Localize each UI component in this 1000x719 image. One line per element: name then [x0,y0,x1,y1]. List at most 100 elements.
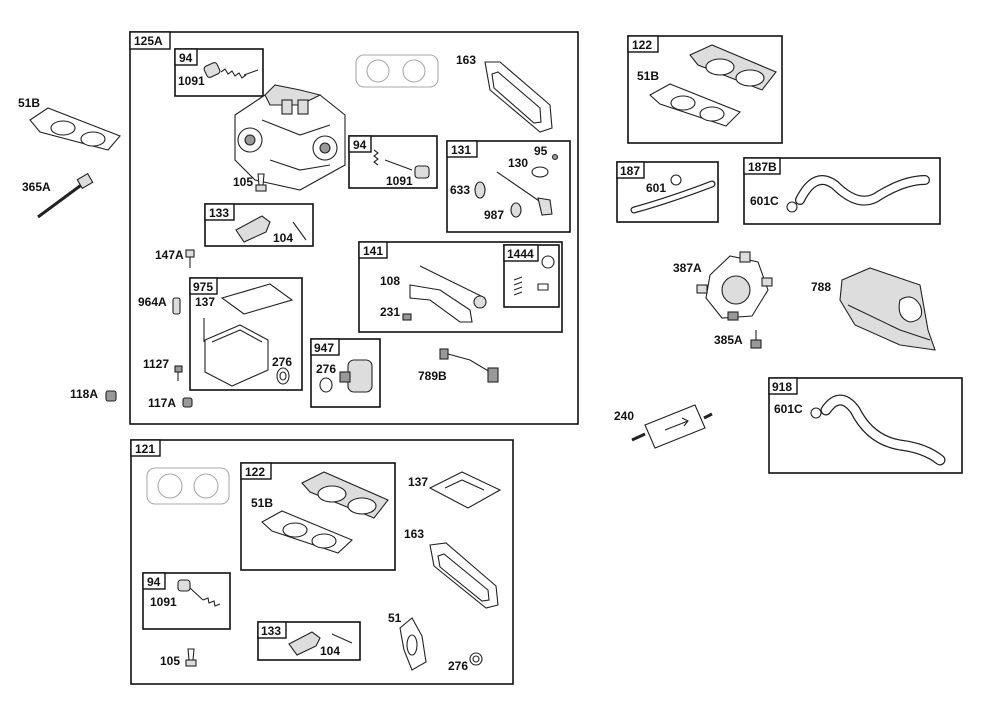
screw-147A [185,249,195,268]
label-137-lower: 137 [408,475,428,489]
label-163-upper: 163 [456,53,476,67]
pin-104-upper [292,221,307,241]
screw-1127 [174,365,183,381]
group-94-lower-label: 94 [147,575,161,589]
group-131-tag [446,140,478,158]
seal-276-solenoid [319,377,333,393]
clamp-601C-lower [810,407,822,419]
group-187B: 187B 601C [743,157,941,225]
label-117A: 117A [148,396,176,410]
group-918-tag [768,377,798,395]
group-141-tag [358,241,388,259]
group-133-lower-tag [257,621,287,639]
fuel-solenoid [339,359,373,393]
group-187B-tag [743,157,781,175]
group-122-upper-frame [627,35,783,144]
group-1444-label: 1444 [507,247,534,261]
group-131: 131 95 130 633 987 [446,140,571,233]
label-601C-upper: 601C [750,194,779,208]
intake-gasket-163 [484,61,553,133]
label-1091-upper: 1091 [178,74,205,88]
label-788: 788 [811,280,831,294]
group-187-tag [616,161,645,179]
label-1127: 1127 [143,357,169,371]
group-125A-frame [129,31,579,425]
group-133-upper-label: 133 [209,206,229,220]
group-94-middle: 94 1091 [348,135,438,189]
clamp-601C-upper [786,201,798,213]
jet-964A [172,297,181,315]
clip-1444 [537,283,549,291]
ghost-gasket-top [355,54,439,88]
pin-104-lower [331,633,353,644]
group-133-lower: 133 104 [257,621,361,661]
label-789B: 789B [418,369,447,383]
spacer-122-lower [301,471,389,519]
throttle-shaft [496,171,546,206]
bowl-gasket-137-lower [428,471,502,509]
group-975-label: 975 [193,280,213,294]
washer-1444 [541,255,555,269]
group-133-lower-label: 133 [261,624,281,638]
ghost-gasket-lower [146,467,230,505]
seal-633 [474,181,486,199]
label-633: 633 [450,183,470,197]
float-bowl-rim [211,329,263,343]
group-141-frame [358,241,563,333]
group-94-lower-frame [142,572,231,630]
bolt-365A [37,172,94,219]
label-51B-left: 51B [18,96,40,110]
group-1444-tag [503,244,539,262]
group-918: 918 601C [768,377,963,474]
group-122-upper-tag [627,35,659,53]
group-94-lower-tag [142,572,166,590]
fuel-hose-918-inner [821,395,945,465]
choke-shaft-108 [419,265,486,299]
fuel-filter-240 [631,404,713,449]
label-163-lower: 163 [404,527,424,541]
group-975-frame [189,277,303,391]
label-147A: 147A [155,248,184,262]
group-122-lower: 122 51B [240,462,396,571]
float-bowl [204,324,269,387]
needle-valve-middle [373,149,430,179]
group-125A: 125A [129,31,579,425]
group-133-upper-frame [204,203,314,247]
bracket-788 [839,267,936,351]
bracket-133-upper [235,215,271,243]
label-95: 95 [534,144,548,158]
group-187B-label: 187B [748,160,777,174]
group-122-upper: 122 51B [627,35,783,144]
label-105-lower: 105 [160,654,180,668]
carburetor-body [234,84,346,191]
bowl-gasket-137 [220,283,294,315]
group-125A-label: 125A [134,34,163,48]
screw-105-lower [185,648,197,667]
screw-385A [750,330,762,349]
group-131-frame [446,140,571,233]
needle-valve-lower [177,579,221,607]
throttle-lever [537,197,553,216]
label-276-upper-b: 276 [316,362,336,376]
label-118A: 118A [70,387,98,401]
label-137-upper: 137 [195,295,215,309]
group-121-tag [130,439,161,457]
label-987: 987 [484,208,504,222]
fuel-pump-387A [696,251,773,321]
label-1091-middle: 1091 [386,174,413,188]
group-122-lower-tag [240,462,272,480]
group-94-middle-tag [348,135,372,153]
label-51B-upper: 51B [637,69,659,83]
group-122-upper-label: 122 [632,38,652,52]
label-105-upper: 105 [233,175,253,189]
label-104-upper: 104 [273,231,293,245]
group-187-frame [616,161,719,223]
label-104-lower: 104 [320,644,340,658]
label-387A: 387A [673,261,702,275]
gasket-51 [399,617,427,671]
group-121-frame [130,439,514,685]
group-141-label: 141 [363,244,383,258]
screw-105-upper [255,173,267,192]
group-122-lower-frame [240,462,396,571]
